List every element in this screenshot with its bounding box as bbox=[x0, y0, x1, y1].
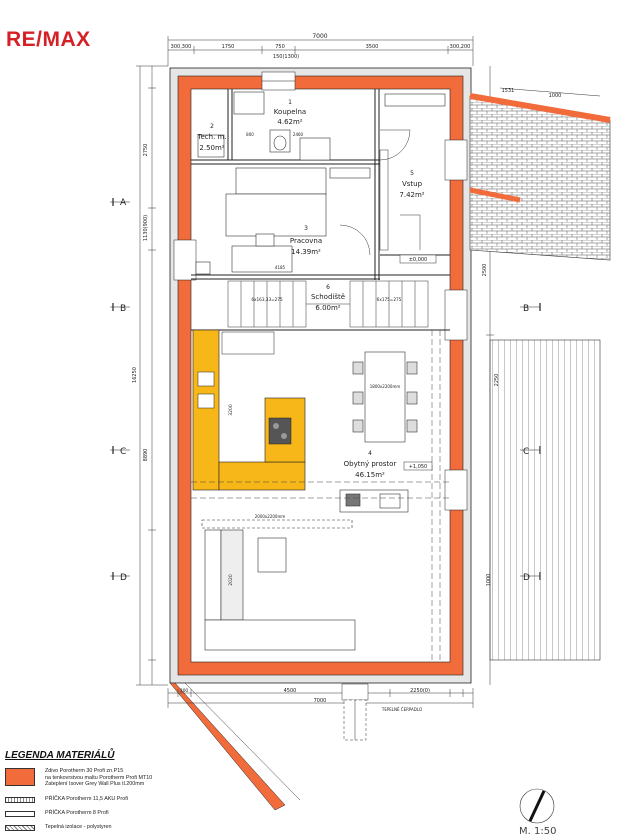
room-6-area: 6.00m² bbox=[315, 304, 340, 312]
dim-top-total: 7000 bbox=[312, 33, 327, 40]
section-d-left bbox=[110, 572, 130, 580]
study-furniture bbox=[195, 167, 371, 275]
level-marks bbox=[399, 254, 437, 471]
heat-pump bbox=[341, 683, 369, 741]
room-1-name: Koupelna bbox=[274, 108, 306, 116]
legend-swatch-p8 bbox=[5, 811, 35, 817]
legend-wall-line-2: na tenkovrstvou maltu Porotherm Profi MT… bbox=[45, 774, 153, 781]
level-living: +1,050 bbox=[409, 464, 428, 470]
tv-unit bbox=[339, 489, 409, 513]
north-arrow-icon bbox=[519, 788, 555, 824]
room-4-name: Obytný prostor bbox=[344, 460, 397, 468]
dim-bottom-seg-4: 2250(0) bbox=[410, 688, 430, 694]
room-3-num: 3 bbox=[304, 225, 308, 232]
living-furniture bbox=[201, 519, 356, 651]
dining-table bbox=[352, 351, 418, 443]
room-3-area: 14.39m² bbox=[291, 248, 321, 256]
dim-left-seg-4: 8890 bbox=[143, 449, 149, 462]
dim-top-seg-1: 300,300 bbox=[171, 44, 192, 50]
guide-lines bbox=[191, 330, 450, 660]
dimensions-left bbox=[136, 65, 168, 686]
dim-right-seg-3: 1000 bbox=[486, 574, 492, 587]
mark-kitchen: 3200 bbox=[228, 404, 234, 416]
legend-swatch-wall bbox=[5, 768, 35, 786]
section-label-c-left: C bbox=[120, 447, 126, 457]
section-b-right bbox=[520, 303, 541, 311]
dim-left-total: 16250 bbox=[132, 367, 138, 383]
room-4-area: 46.15m² bbox=[355, 471, 385, 479]
room-4-num: 4 bbox=[368, 450, 372, 457]
dimensions-bottom bbox=[167, 688, 474, 708]
remax-logo: RE/MAX bbox=[6, 28, 91, 51]
dim-top-seg-3: 750 bbox=[275, 44, 285, 50]
legend-title: LEGENDA MATERIÁLŮ bbox=[5, 750, 115, 761]
entry-details bbox=[339, 129, 421, 256]
section-label-d-left: D bbox=[120, 573, 127, 583]
room-2-name: Tech. m. bbox=[196, 133, 226, 141]
room-1-area: 4.62m² bbox=[277, 118, 302, 126]
legend-insul-text: Tepelná izolace - polystyren bbox=[45, 824, 112, 830]
access-path bbox=[169, 682, 301, 811]
mark-bath: 2460 bbox=[293, 132, 304, 137]
room-labels: 1 Koupelna 4.62m² 2 Tech. m. 2.50m² 3 Pr… bbox=[196, 99, 424, 479]
dim-top-seg-5: 300,200 bbox=[450, 44, 471, 50]
mark-desk: 4185 bbox=[275, 265, 286, 270]
legend-item-wall: Zdivo Porotherm 30 Profi zn.P15 na tenko… bbox=[5, 766, 305, 788]
dim-top-window: 150(1300) bbox=[273, 54, 299, 60]
terrace-width: 1000 bbox=[549, 93, 562, 99]
terrace-slope: 1531 bbox=[502, 88, 515, 94]
heat-pump-label: TEPELNÉ ČERPADLO bbox=[381, 707, 422, 712]
terrace-paving bbox=[469, 87, 611, 261]
scale-label: M. 1:50 bbox=[519, 826, 557, 837]
mark-wc: 800 bbox=[246, 132, 254, 137]
section-label-b-right: B bbox=[523, 304, 529, 314]
dim-bottom-seg-3: 4500 bbox=[284, 688, 297, 694]
mark-living: 2020 bbox=[228, 574, 234, 586]
legend-aku-text: PŘÍČKA Porotherm 11,5 AKU Profi bbox=[45, 796, 128, 802]
room-2-num: 2 bbox=[210, 123, 214, 130]
legend-swatch-insul bbox=[5, 825, 35, 831]
room-6-name: Schodiště bbox=[311, 293, 345, 301]
legend-wall-line-3: Zateplení Isover Grey Wall Plus tl.200mm bbox=[45, 781, 145, 788]
room-5-num: 5 bbox=[410, 170, 414, 177]
bathroom-fixtures bbox=[197, 91, 446, 161]
legend-p8-text: PŘÍČKA Porotherm 8 Profi bbox=[45, 810, 109, 816]
section-a-left bbox=[110, 198, 130, 206]
table-size: 1800x2200mm bbox=[370, 384, 401, 389]
kitchen bbox=[192, 329, 306, 491]
dimensions-top bbox=[167, 36, 474, 66]
legend-item-aku: PŘÍČKA Porotherm 11,5 AKU Profi bbox=[5, 796, 305, 806]
legend-item-wall-text: Zdivo Porotherm 30 Profi zn.P15 na tenko… bbox=[45, 768, 152, 788]
dim-left-seg-2: 1130(900) bbox=[143, 215, 149, 241]
section-label-a-left: A bbox=[120, 198, 127, 208]
room-3-name: Pracovna bbox=[290, 237, 322, 245]
room-5-name: Vstup bbox=[402, 180, 423, 188]
level-entry: ±0,000 bbox=[409, 257, 428, 263]
dim-right-seg-1: 2500 bbox=[482, 264, 488, 277]
legend-item-p8: PŘÍČKA Porotherm 8 Profi bbox=[5, 810, 305, 820]
section-b-left bbox=[110, 303, 130, 311]
staircase bbox=[227, 280, 429, 328]
room-6-num: 6 bbox=[326, 284, 330, 291]
dim-bottom-total: 7000 bbox=[314, 698, 327, 704]
bed-size: 2000x2200mm bbox=[255, 514, 286, 519]
stairs-right-label: 6x175=275 bbox=[377, 297, 402, 302]
legend-item-insul: Tepelná izolace - polystyren bbox=[5, 824, 305, 834]
legend-wall-line-1: Zdivo Porotherm 30 Profi zn.P15 bbox=[45, 768, 124, 774]
interior-walls bbox=[191, 89, 450, 331]
wooden-deck bbox=[489, 339, 601, 661]
stairs-left-label: 6x163,33=275 bbox=[251, 297, 283, 302]
section-c-left bbox=[110, 446, 130, 454]
section-label-b-left: B bbox=[120, 304, 126, 314]
dim-top-seg-2: 1750 bbox=[222, 44, 235, 50]
dim-bottom-seg-1: 300 bbox=[180, 688, 189, 694]
room-2-area: 2.50m² bbox=[199, 144, 224, 152]
legend-swatch-aku bbox=[5, 797, 35, 803]
dim-top-seg-4: 3500 bbox=[366, 44, 379, 50]
room-1-num: 1 bbox=[288, 99, 292, 106]
dim-left-seg-1: 2750 bbox=[143, 144, 149, 157]
room-5-area: 7.42m² bbox=[399, 191, 424, 199]
